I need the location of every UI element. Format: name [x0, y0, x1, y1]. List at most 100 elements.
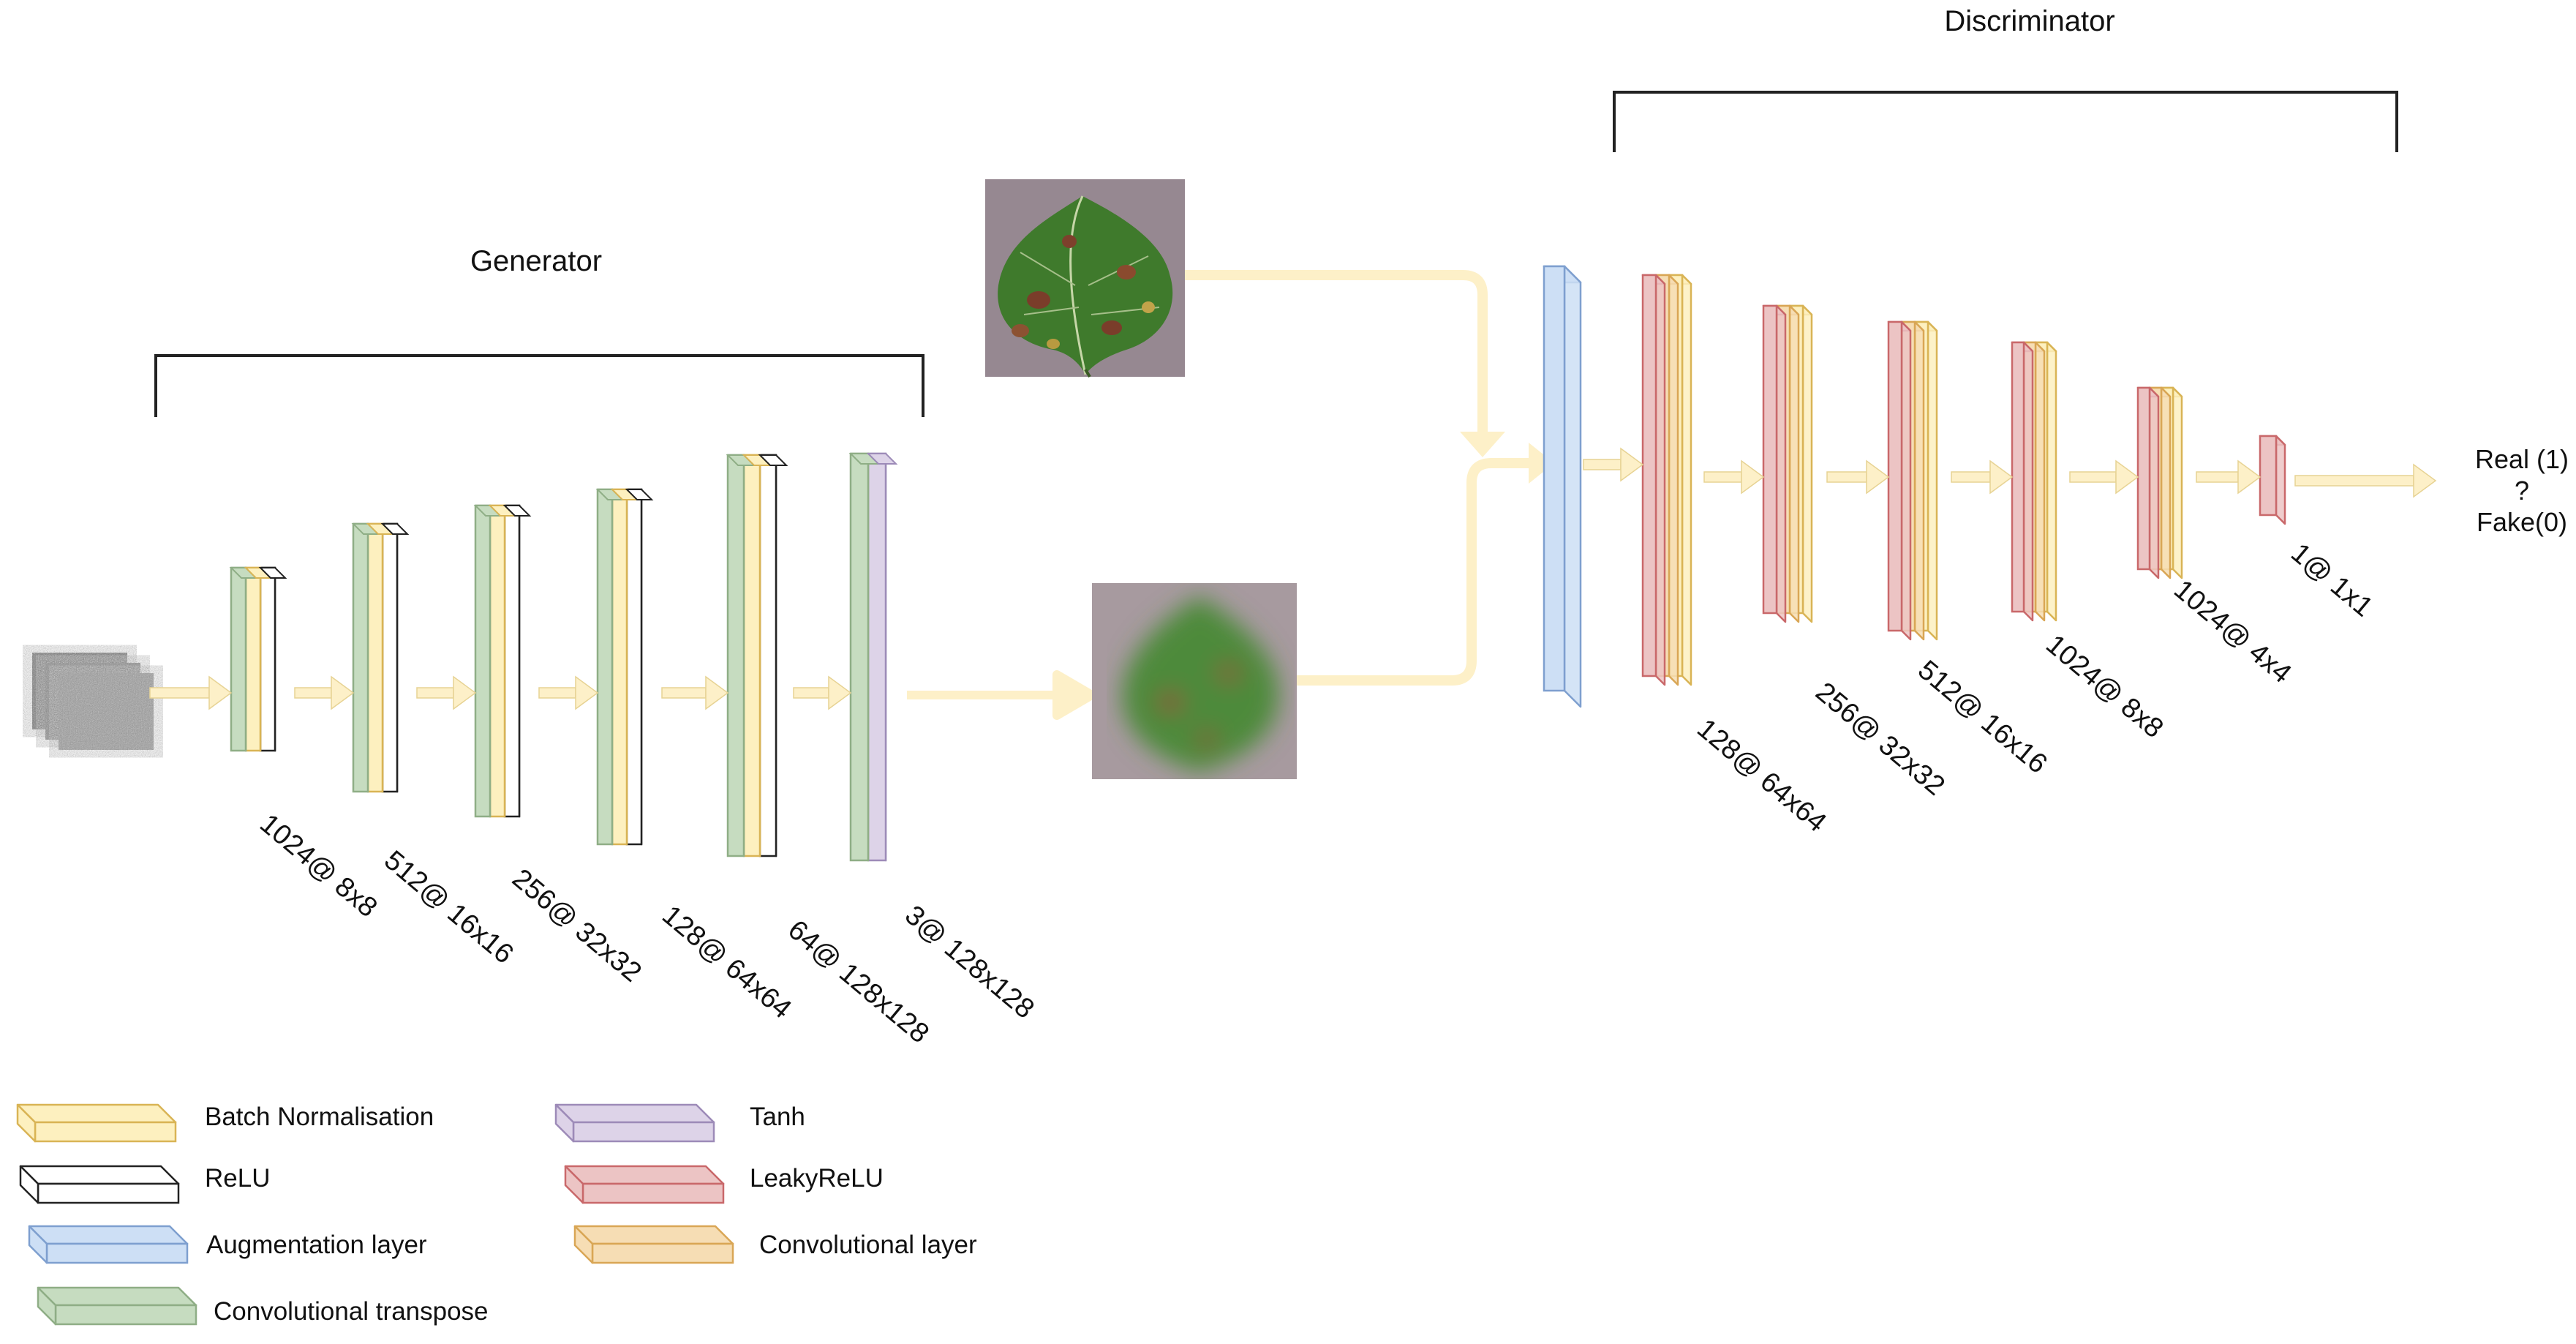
generated-leaf-image — [1092, 583, 1297, 779]
real-image-flow-line — [1185, 270, 1488, 432]
discriminator-bracket — [1613, 91, 2398, 152]
discriminator-title: Discriminator — [1944, 5, 2114, 37]
arrow-dis4-to-dis5 — [2069, 459, 2139, 495]
generator-layer-3-conv_transpose — [474, 504, 492, 818]
arrow-dis3-to-dis4 — [1951, 459, 2014, 495]
legend-label-augmentation: Augmentation layer — [206, 1231, 427, 1259]
arrow-dis1-to-dis2 — [1703, 459, 1765, 495]
legend-label-relu: ReLU — [205, 1164, 270, 1193]
generator-title: Generator — [470, 245, 602, 277]
generator-output-arrow — [907, 670, 1096, 720]
legend-swatch-relu — [19, 1165, 180, 1204]
generator-layer-5-depth — [726, 454, 788, 466]
arrow-noise-to-gen1 — [149, 675, 233, 710]
generator-layer-5-relu — [758, 454, 777, 857]
arrow-dis6-to-output — [2294, 463, 2437, 498]
real-image-flow-arrowhead — [1460, 432, 1505, 457]
discriminator-layer-2-leaky_relu — [1762, 304, 1787, 623]
generator-layer-5: 64@ 128x128 — [726, 454, 935, 1050]
generator-layer-2-depth — [351, 523, 410, 535]
arrow-dis2-to-dis3 — [1826, 459, 1890, 495]
legend-label-conv-transpose: Convolutional transpose — [214, 1297, 489, 1326]
generator-layer-4-batch_norm — [611, 488, 628, 846]
generator-layer-1-batch_norm — [244, 566, 262, 752]
generator-layer-5-label: 64@ 128x128 — [782, 915, 935, 1050]
generator-layer-2-batch_norm — [366, 522, 384, 793]
generator-layer-3-batch_norm — [489, 504, 506, 818]
discriminator-layer-6-leaky_relu — [2259, 435, 2286, 525]
real-leaf-photo — [985, 179, 1185, 378]
legend-swatch-tanh — [554, 1103, 715, 1143]
discriminator-layer-6-label: 1@ 1x1 — [2285, 538, 2379, 623]
legend-label-leaky-relu: LeakyReLU — [750, 1164, 884, 1193]
generator-layer-3-label: 256@ 32x32 — [506, 863, 647, 988]
output-question: ? — [2515, 476, 2529, 506]
arrow-dis5-to-dis6 — [2196, 459, 2261, 495]
generator-layer-5-batch_norm — [742, 454, 761, 857]
generator-layer-6-tanh — [867, 452, 887, 862]
discriminator-layer-5: 1024@ 4x4 — [2136, 386, 2297, 689]
layer-arrows — [149, 447, 2437, 710]
arrow-gen2-to-gen3 — [416, 675, 477, 710]
discriminator-layer-1-leaky_relu — [1641, 274, 1666, 686]
generator-bracket — [154, 354, 924, 417]
generator-layer-4-label: 128@ 64x64 — [656, 900, 797, 1025]
generator-layer-6-label: 3@ 128x128 — [899, 900, 1040, 1025]
legend-item-leaky-relu: LeakyReLU — [564, 1164, 884, 1204]
arrow-gen4-to-gen5 — [661, 675, 729, 710]
output-real: Real (1) — [2475, 444, 2569, 474]
generator-layer-6: 3@ 128x128 — [848, 452, 1040, 1025]
legend-label-tanh: Tanh — [750, 1103, 805, 1131]
discriminator-layer-3-label: 512@ 16x16 — [1912, 655, 2053, 780]
legend-swatch-conv-transpose — [37, 1286, 197, 1326]
legend-item-batch-norm: Batch Normalisation — [16, 1103, 434, 1143]
discriminator-layer-5-leaky_relu — [2136, 386, 2160, 579]
generated-image-flow-line — [1297, 458, 1529, 686]
generator-layer-2-conv_transpose — [352, 522, 369, 793]
generator-layer-6-conv_transpose — [849, 452, 870, 862]
discriminator-layer-2-label: 256@ 32x32 — [1809, 677, 1951, 802]
augmentation-layer — [1543, 265, 1582, 708]
legend-swatch-batch-norm — [16, 1103, 177, 1143]
output-label: Real (1) ? Fake(0) — [2475, 444, 2569, 537]
legend-item-tanh: Tanh — [554, 1103, 805, 1143]
generator-layer-3-relu — [503, 504, 521, 818]
discriminator-layer-1-label: 128@ 64x64 — [1691, 713, 1832, 838]
generator-layer-4-relu — [625, 488, 643, 846]
generator-layer-2-label: 512@ 16x16 — [378, 845, 519, 970]
generator-layer-2-relu — [381, 522, 399, 793]
discriminator-layer-5-label: 1024@ 4x4 — [2168, 574, 2297, 689]
arrow-aug-to-dis1 — [1583, 447, 1644, 482]
legend-swatch-augmentation — [28, 1225, 189, 1264]
arrow-gen5-to-gen6 — [793, 675, 852, 710]
arrow-gen3-to-gen4 — [538, 675, 599, 710]
generator-layer-6-depth — [848, 453, 898, 465]
discriminator-layer-6: 1@ 1x1 — [2259, 435, 2379, 623]
generator-layer-1-label: 1024@ 8x8 — [254, 808, 383, 923]
legend-item-relu: ReLU — [19, 1164, 270, 1204]
legend-label-conv: Convolutional layer — [759, 1231, 977, 1259]
legend-item-conv: Convolutional layer — [573, 1225, 977, 1264]
generator-layer-1-relu — [259, 566, 276, 752]
discriminator-layer-4-leaky_relu — [2011, 341, 2034, 622]
generator-layer-4-conv_transpose — [596, 488, 614, 846]
augmentation-layer-slab — [1543, 265, 1582, 708]
discriminator-layer-3-leaky_relu — [1887, 320, 1912, 641]
legend-item-conv-transpose: Convolutional transpose — [37, 1286, 489, 1326]
legend-label-batch-norm: Batch Normalisation — [205, 1103, 434, 1131]
generated-image-flow-arrowhead — [1529, 443, 1554, 484]
legend-item-augmentation: Augmentation layer — [28, 1225, 427, 1264]
generator-layer-1-depth — [229, 567, 287, 579]
generator-layer-5-conv_transpose — [726, 454, 745, 857]
generator-layer-1-conv_transpose — [230, 566, 247, 752]
generator-layer-4-depth — [595, 489, 654, 500]
arrow-gen1-to-gen2 — [294, 675, 355, 710]
legend-swatch-leaky-relu — [564, 1165, 725, 1204]
noise-input-image — [32, 653, 154, 750]
discriminator-layer-4-label: 1024@ 8x8 — [2040, 629, 2169, 744]
generator-layer-3-depth — [473, 505, 532, 517]
